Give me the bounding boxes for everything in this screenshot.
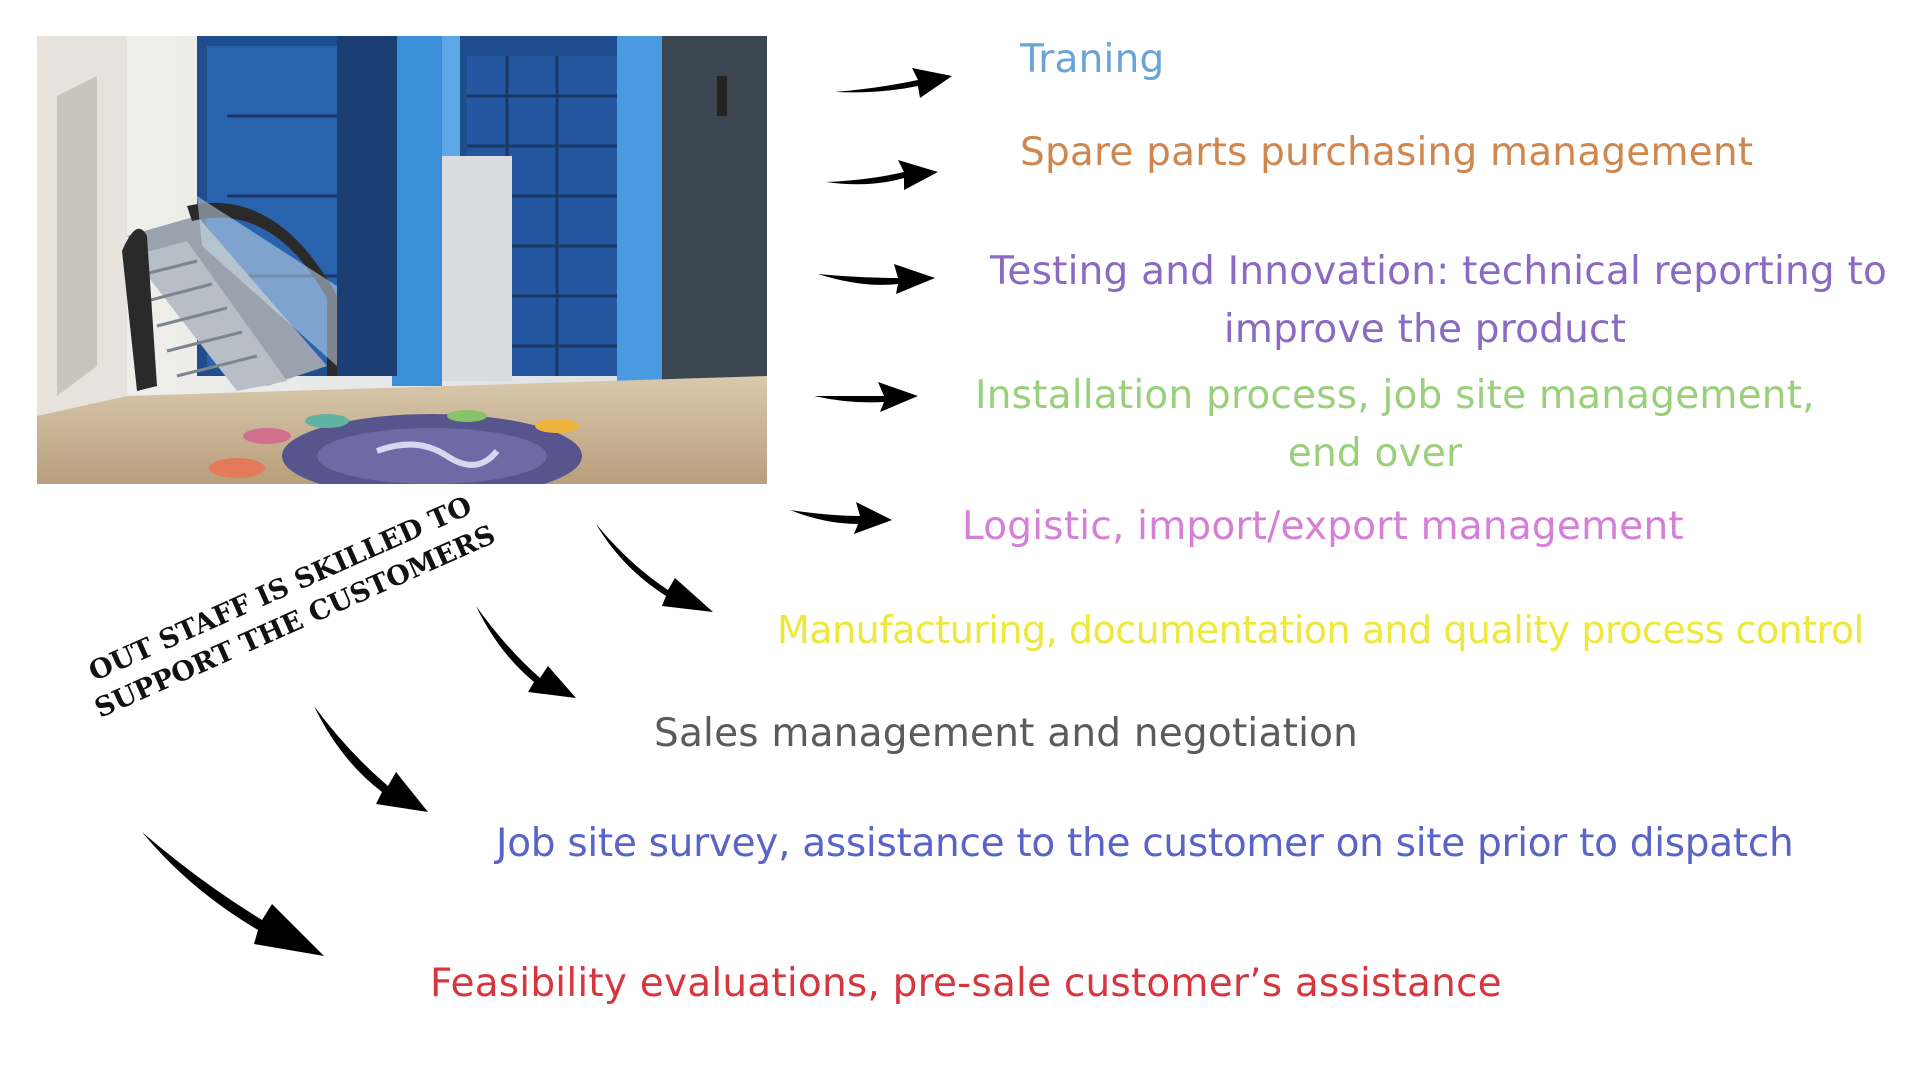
arrow-icon <box>814 382 918 412</box>
arrow-icon <box>818 264 935 294</box>
escalator-photo <box>37 36 767 484</box>
service-logistic: Logistic, import/export management <box>962 504 1684 549</box>
arrow-icon <box>314 706 428 812</box>
arrow-icon <box>826 160 938 190</box>
arrow-icon <box>790 502 892 534</box>
service-installation: Installation process, job site managemen… <box>975 373 1815 476</box>
service-training: Traning <box>1020 37 1165 82</box>
service-sales: Sales management and negotiation <box>654 711 1359 756</box>
arrow-icon <box>835 68 952 98</box>
service-spare-parts: Spare parts purchasing management <box>1020 130 1754 175</box>
service-manufacturing: Manufacturing, documentation and quality… <box>777 608 1864 652</box>
service-testing-innovation: Testing and Innovation: technical report… <box>990 249 1888 352</box>
arrow-icon <box>596 524 713 612</box>
arrow-icon <box>142 832 324 956</box>
service-job-site-survey: Job site survey, assistance to the custo… <box>496 821 1794 866</box>
arrow-icon <box>476 606 576 698</box>
service-feasibility: Feasibility evaluations, pre-sale custom… <box>430 961 1502 1006</box>
